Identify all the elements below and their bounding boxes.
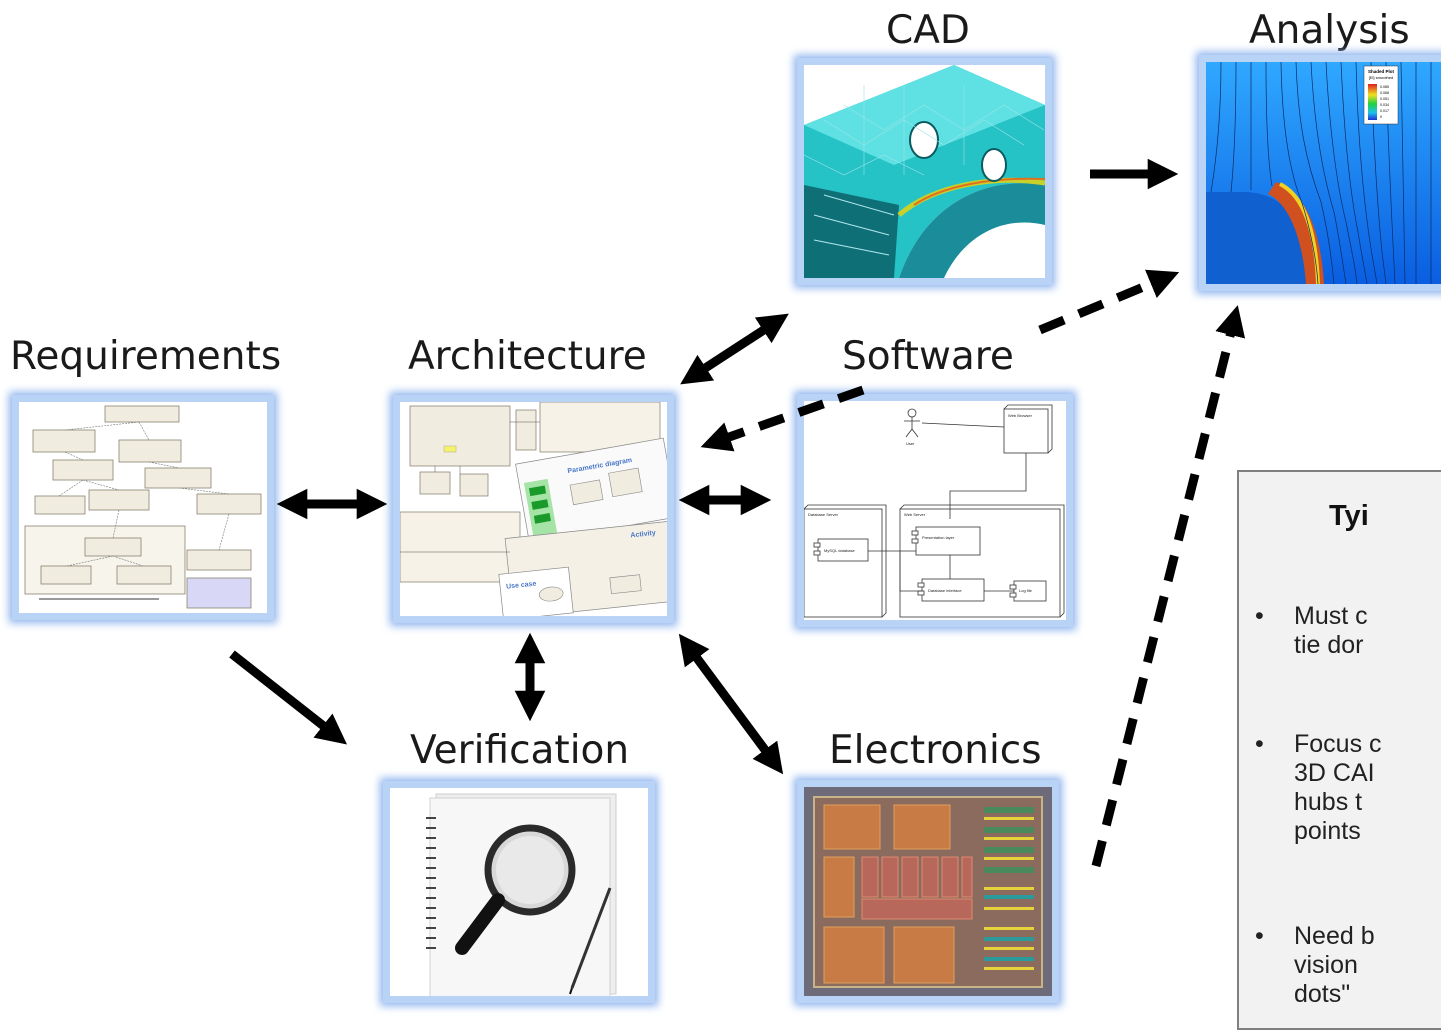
analysis-plot-illustration: Shaded Plot [El] smoothed 0.085 0.068 0.… [1206,62,1441,284]
architecture-diagram-illustration: Parametric diagram Activity Use case [400,402,667,616]
bullet-marker: • [1255,730,1264,758]
bullet-line: tie dor [1294,631,1364,659]
use-case-label: Use case [506,581,537,591]
bullet-line: dots" [1294,980,1351,1008]
analysis-legend-value: 0.034 [1380,103,1389,107]
electronics-label: Electronics [829,728,1042,773]
cad-model-illustration [804,65,1045,278]
analysis-legend-title: Shaded Plot [1368,69,1395,74]
cad-image [797,58,1052,285]
bullet-line: vision [1294,951,1358,979]
activity-label: Activity [630,530,656,540]
arrow-architecture-electronics [678,633,784,775]
requirements-image [12,395,274,620]
bullet-line: hubs t [1294,788,1363,816]
cad-label: CAD [886,8,970,53]
notes-title: Tyi [1329,500,1369,532]
software-mysql-label: MySQL database [824,548,856,553]
electronics-image [797,780,1059,1003]
software-label: Software [842,334,1014,379]
analysis-legend-value: 0.085 [1380,85,1389,89]
analysis-label: Analysis [1249,8,1410,53]
analysis-legend-value: 0.068 [1380,91,1389,95]
software-user-label: User [906,441,915,446]
bullet-line: Need b [1294,922,1375,950]
notes-box: Tyi • Must c tie dor • Focus c 3D CAI hu… [1237,470,1441,1030]
analysis-legend-subtitle: [El] smoothed [1369,75,1393,80]
dashed-arrow-software-to-analysis [1038,269,1180,335]
bullet-line: Focus c [1294,730,1382,758]
electronics-chip-illustration [804,787,1052,996]
analysis-legend-value: 0.017 [1380,109,1389,113]
arrow-architecture-cad [680,313,789,385]
architecture-label: Architecture [408,334,647,379]
software-db-interface-label: Database interface [928,588,962,593]
bullet-marker: • [1255,602,1264,630]
requirements-label: Requirements [10,334,282,379]
software-presentation-label: Presentation layer [922,535,955,540]
dashed-arrow-electronics-to-analysis [1091,305,1246,868]
software-diagram-illustration: User Web Browser Database Server Web Ser… [804,401,1066,620]
analysis-legend-value: 0.051 [1380,97,1389,101]
arrow-requirements-verification [229,650,348,745]
verification-magnifier-illustration [390,788,648,996]
architecture-image: Parametric diagram Activity Use case [393,395,674,623]
bullet-line: points [1294,817,1361,845]
analysis-legend-value: 0 [1380,115,1382,119]
software-image: User Web Browser Database Server Web Ser… [797,394,1073,627]
analysis-image: Shaded Plot [El] smoothed 0.085 0.068 0.… [1199,55,1441,291]
bullet-line: Must c [1294,602,1368,630]
software-database-server-label: Database Server [808,512,839,517]
bullet-marker: • [1255,922,1264,950]
verification-image [383,781,655,1003]
verification-label: Verification [410,728,630,773]
requirements-diagram-illustration [19,402,267,613]
software-log-file-label: Log file [1019,588,1033,593]
bullet-line: 3D CAI [1294,759,1375,787]
software-web-browser-label: Web Browser [1008,413,1033,418]
software-web-server-label: Web Server [904,512,926,517]
